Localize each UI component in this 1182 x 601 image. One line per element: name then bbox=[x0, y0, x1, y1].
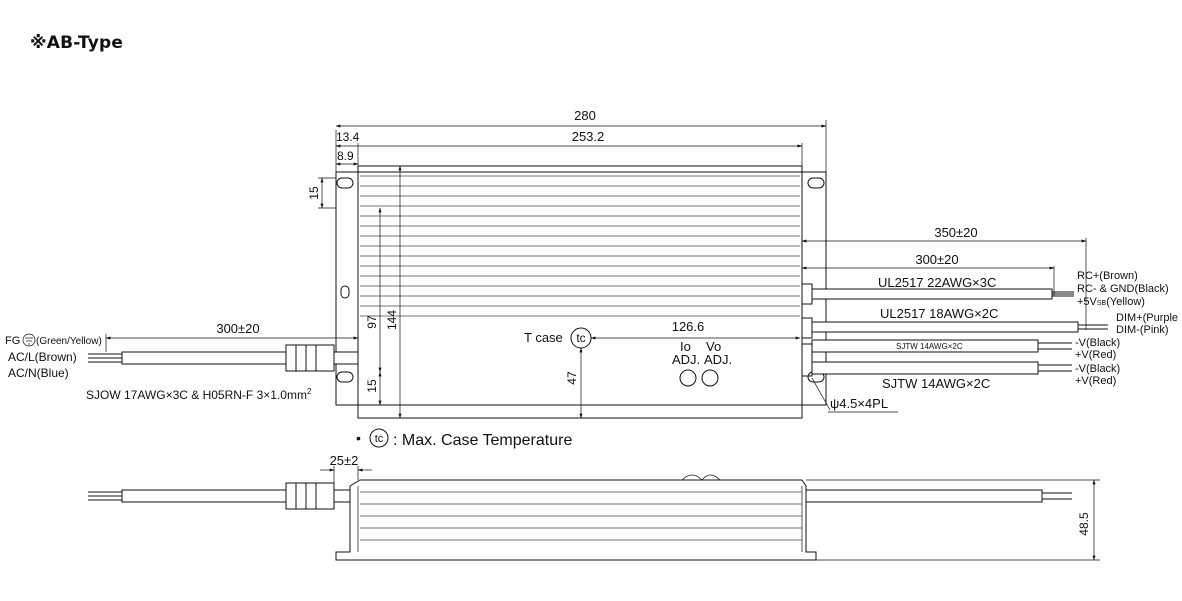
wire-fg-suffix: (Green/Yellow) bbox=[36, 336, 102, 347]
tcase-label: T case bbox=[524, 330, 563, 345]
wire-v2-pos: +V(Red) bbox=[1075, 375, 1116, 387]
vo-adj-pot bbox=[701, 369, 719, 387]
input-cable bbox=[121, 351, 287, 365]
dim-flange-outer: 13.4 bbox=[336, 130, 360, 144]
tc-note-icon bbox=[369, 428, 389, 448]
dc2-cable-spec: SJTW 14AWG×2C bbox=[882, 376, 990, 391]
side-output-cable bbox=[805, 489, 1043, 503]
mounting-hole-left bbox=[340, 285, 350, 299]
wire-v2-neg: -V(Black) bbox=[1075, 363, 1120, 375]
dim-overall-length: 280 bbox=[574, 108, 596, 123]
gland-dim bbox=[801, 317, 813, 339]
dim-output-cable-long: 350±20 bbox=[934, 225, 977, 240]
mounting-slot-bottom-left bbox=[336, 371, 354, 383]
mounting-holes: ψ4.5×4PL bbox=[830, 396, 888, 411]
dim-input-cable: 300±20 bbox=[216, 321, 259, 336]
heatsink-fins bbox=[360, 175, 800, 317]
wire-dim-neg: DIM-(Pink) bbox=[1116, 324, 1169, 336]
wire-fg-prefix: FG bbox=[5, 335, 20, 347]
dc-cable-1 bbox=[811, 339, 1039, 353]
mounting-slot-top-left bbox=[336, 177, 354, 189]
dim-slot-span: 97 bbox=[365, 315, 379, 329]
io-adj-pot bbox=[679, 369, 697, 387]
dim-slot-bottom: 15 bbox=[365, 379, 379, 393]
io-adj-label: ADJ. bbox=[672, 352, 700, 367]
vo-label: Vo bbox=[706, 339, 721, 354]
wire-sb: +5VSB(Yellow) bbox=[1077, 296, 1145, 308]
mounting-slot-top-right bbox=[807, 177, 825, 189]
signal-cable-spec: UL2517 22AWG×3C bbox=[878, 275, 996, 290]
psu-body bbox=[357, 165, 803, 419]
dim-tcase-to-end: 126.6 bbox=[672, 319, 705, 334]
wire-acl: AC/L(Brown) bbox=[8, 350, 77, 364]
side-input-connector bbox=[285, 482, 335, 510]
wire-v1-neg: -V(Black) bbox=[1075, 337, 1120, 349]
tc-marker-label: tc bbox=[576, 331, 585, 345]
io-label: Io bbox=[680, 339, 691, 354]
top-view: tc bbox=[5, 108, 1178, 449]
gland-signal bbox=[801, 283, 813, 305]
mounting-flange bbox=[335, 171, 827, 406]
input-cable-spec: SJOW 17AWG×3C & H05RN-F 3×1.0mm2 bbox=[86, 387, 312, 402]
dim-body-length: 253.2 bbox=[572, 129, 605, 144]
tc-note-bullet: • bbox=[356, 430, 361, 446]
signal-cable bbox=[811, 288, 1053, 300]
dim-flange-height: 15 bbox=[307, 186, 321, 200]
input-connector bbox=[285, 344, 335, 372]
dim-body-width: 144 bbox=[385, 310, 399, 330]
side-input-cable bbox=[121, 489, 287, 503]
dim-connector-offset: 25±2 bbox=[330, 453, 359, 468]
wire-rc-neg: RC- & GND(Black) bbox=[1077, 283, 1169, 295]
dim-tcase-offset: 47 bbox=[565, 371, 579, 385]
dc-cable-2 bbox=[811, 361, 1039, 375]
wire-dim-pos: DIM+(Purple bbox=[1116, 312, 1178, 324]
tc-note-icon-label: tc bbox=[375, 433, 384, 445]
dim-cable-spec: UL2517 18AWG×2C bbox=[880, 306, 998, 321]
gland-dc bbox=[801, 343, 813, 377]
earth-icon bbox=[22, 333, 36, 347]
drawing-title: ※AB-Type bbox=[30, 33, 124, 53]
vo-adj-label: ADJ. bbox=[704, 352, 732, 367]
dim-output-cable-short: 300±20 bbox=[915, 252, 958, 267]
dim-height: 48.5 bbox=[1077, 512, 1091, 536]
wire-rc-pos: RC+(Brown) bbox=[1077, 270, 1138, 282]
wire-v1-pos: +V(Red) bbox=[1075, 349, 1116, 361]
tc-note-text: : Max. Case Temperature bbox=[393, 432, 572, 449]
dc1-cable-spec: SJTW 14AWG×2C bbox=[896, 342, 963, 351]
dim-cable bbox=[811, 321, 1079, 333]
dim-flange-inner: 8.9 bbox=[337, 149, 354, 163]
side-view: 25±2 48.5 bbox=[88, 453, 1100, 561]
wire-acn: AC/N(Blue) bbox=[8, 366, 69, 380]
